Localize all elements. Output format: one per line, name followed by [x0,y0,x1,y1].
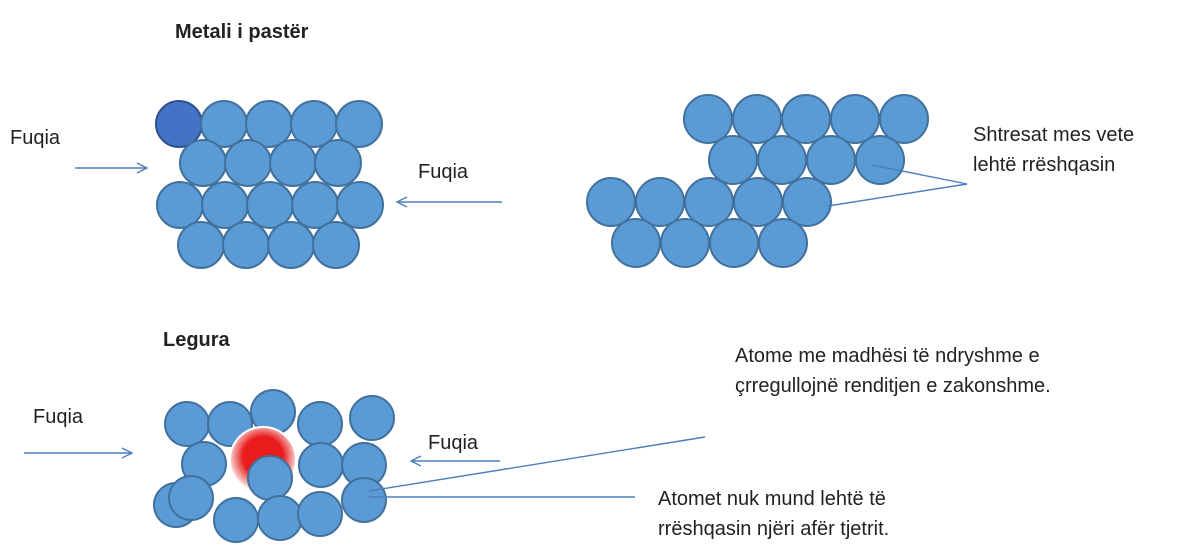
force-label-right-alloy: Fuqia [428,432,479,454]
pointer-line-size [368,436,706,492]
no-slip-note-line-1: Atomet nuk mund lehtë të [658,488,886,510]
size-note-line-1: Atome me madhësi të ndryshme e [735,345,1040,367]
atom [177,221,225,269]
atom [782,177,832,227]
atom [312,221,360,269]
atom [336,181,384,229]
atom [257,495,303,541]
alloy-title: Legura [163,329,230,351]
atom [349,395,395,441]
atom [314,139,362,187]
alloy-lattice [153,389,395,543]
no-slip-note-line-2: rrëshqasin njëri afër tjetrit. [658,518,890,540]
pointer-line-slip-upper [871,164,968,185]
atom [201,181,249,229]
atom [247,455,293,501]
atom [611,218,661,268]
atom [683,94,733,144]
atom [156,181,204,229]
atom [684,177,734,227]
atom [213,497,259,543]
atom [297,491,343,537]
atom [830,94,880,144]
size-note-line-2: çrregullojnë renditjen e zakonshme. [735,375,1051,397]
atom [269,139,317,187]
force-label-right-pure: Fuqia [418,161,469,183]
atom [733,177,783,227]
force-label-left-pure: Fuqia [10,127,61,149]
pure-metal-title: Metali i pastër [175,21,309,43]
atom [298,442,344,488]
atom [635,177,685,227]
atom [709,218,759,268]
connectors [24,164,968,498]
atom [781,94,831,144]
slip-note-line-2: lehtë rrëshqasin [973,154,1116,176]
slip-note-line-1: Shtresat mes vete [973,124,1135,146]
pure-metal-lattice-right [586,94,929,268]
atom [224,139,272,187]
atom [168,475,214,521]
atom-highlighted [155,100,203,148]
atom [708,135,758,185]
atom [267,221,315,269]
pointer-line-slip-lower [827,183,968,207]
atom [806,135,856,185]
atom [335,100,383,148]
atom [757,135,807,185]
atom [297,401,343,447]
force-label-left-alloy: Fuqia [33,406,84,428]
atom [164,401,210,447]
atom [586,177,636,227]
atom [246,181,294,229]
atom [879,94,929,144]
pure-metal-lattice-left [155,100,384,269]
atom [291,181,339,229]
atom [341,477,387,523]
atom [222,221,270,269]
atom [179,139,227,187]
atom [660,218,710,268]
atom [758,218,808,268]
atom [732,94,782,144]
atom [855,135,905,185]
